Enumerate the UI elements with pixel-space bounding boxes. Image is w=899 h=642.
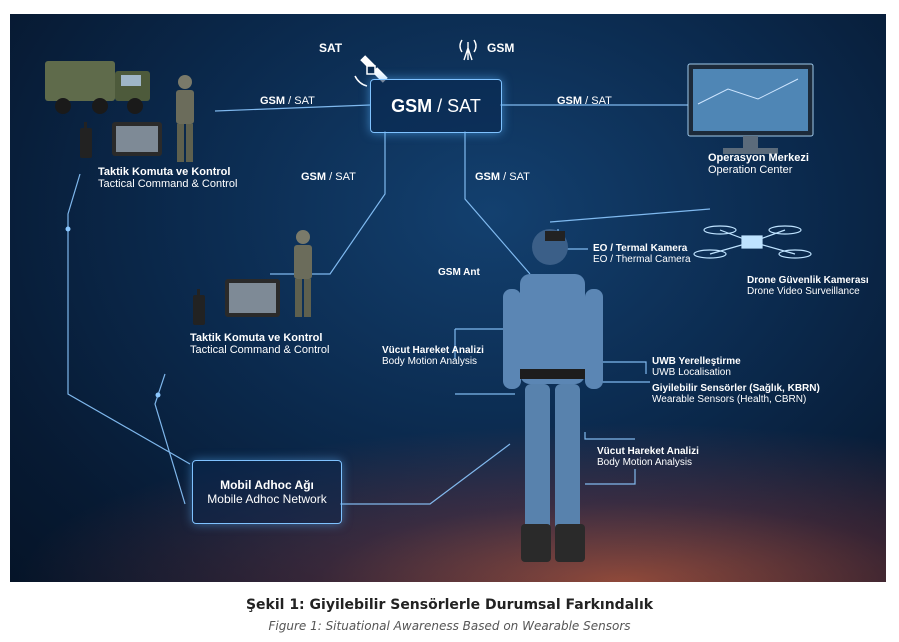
body-motion-left-label: Vücut Hareket Analizi Body Motion Analys… [382,345,484,367]
radio-icon [80,122,92,158]
link-hub-tactical-mid [270,131,386,275]
wearable-sensors-label: Giyilebilir Sensörler (Sağlık, KBRN) Wea… [652,383,820,405]
truck-icon [45,61,150,114]
link-mid-adhoc [154,373,186,505]
tactical-mid-label: Taktik Komuta ve Kontrol Tactical Comman… [190,332,330,356]
adhoc-tr: Mobil Adhoc Ağı [220,478,314,492]
soldier-icon [176,75,194,162]
body-motion-right-label: Vücut Hareket Analizi Body Motion Analys… [597,446,699,468]
link-label-right-top: GSM / SAT [557,95,612,107]
adhoc-en: Mobile Adhoc Network [207,492,327,506]
drone-icon [693,225,812,259]
link-hub-soldier [464,131,531,275]
link-label-mid-right: GSM / SAT [475,171,530,183]
monitor-icon [687,63,814,154]
soldier-icon [503,229,603,562]
operation-center-label: Operasyon Merkezi Operation Center [708,152,809,176]
gsm-sat-hub: GSM / SAT [370,79,502,133]
figure-caption-tr: Şekil 1: Giyilebilir Sensörlerle Durumsa… [245,597,654,613]
eo-camera-label: EO / Termal Kamera EO / Thermal Camera [593,243,691,265]
link-adhoc-soldier [340,443,511,505]
gsm-antenna-icon [459,39,477,61]
radio-icon [193,289,205,325]
figure-caption-en: Figure 1: Situational Awareness Based on… [268,619,631,633]
tactical-top-label: Taktik Komuta ve Kontrol Tactical Comman… [98,166,238,190]
tablet-icon [112,122,162,156]
mobile-adhoc-network-box: Mobil Adhoc Ağı Mobile Adhoc Network [192,460,342,524]
tablet-icon [225,279,280,317]
background-glow [10,422,886,582]
gsm-ant-label: GSM Ant [438,267,480,278]
hub-gsm-text: GSM [391,95,433,116]
link-label-mid-left: GSM / SAT [301,171,356,183]
connection-lines [45,39,814,562]
link-hub-tactical-top [214,104,371,112]
link-left-bus [67,173,191,465]
soldier-icon [294,230,312,317]
callout-drone [549,208,711,223]
hub-sat-text: SAT [447,95,481,116]
satellite-label: SAT [319,41,343,55]
hub-separator: / [432,95,448,116]
link-label-left-top: GSM / SAT [260,95,315,107]
diagram-panel: SAT GSM GSM / SAT GSM / SAT GSM / SAT GS… [10,14,886,582]
drone-camera-label: Drone Güvenlik Kamerası Drone Video Surv… [747,275,869,297]
uwb-label: UWB Yerelleştirme UWB Localisation [652,356,741,378]
gsm-label: GSM [487,41,515,55]
